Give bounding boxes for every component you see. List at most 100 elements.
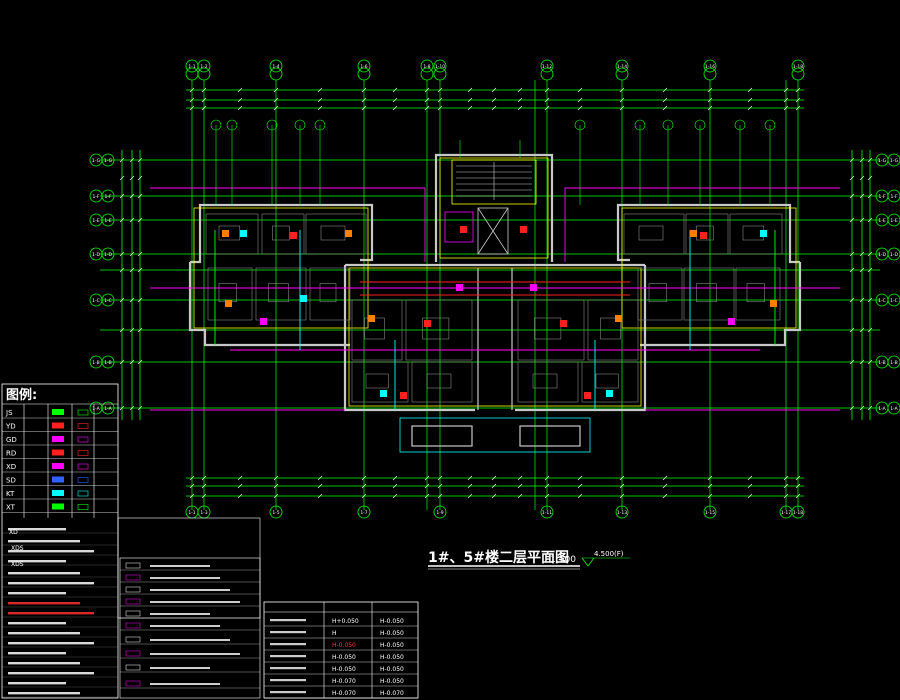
grid-bubble-right-4: 1-C — [875, 293, 889, 307]
dim-tick — [867, 405, 873, 411]
dim-tick — [662, 493, 668, 499]
drawing-title-block: 1#、5#楼二层平面图 1:100 4.500(F) — [428, 549, 630, 570]
dim-tick — [392, 475, 398, 481]
dim-tick — [783, 97, 789, 103]
grid-bubble-top-label: 1-8 — [423, 64, 430, 70]
room-18 — [517, 361, 579, 403]
dim-tick — [867, 267, 873, 273]
dim-tick — [707, 97, 713, 103]
dim-tick — [237, 97, 243, 103]
grid-bubble-right-label: 1-C — [878, 298, 886, 304]
dim-tick — [361, 483, 367, 489]
dim-tick — [849, 405, 855, 411]
dim-tick — [795, 105, 801, 111]
dim-tick — [237, 483, 243, 489]
equipment-markers — [222, 226, 777, 399]
dim-tick — [129, 405, 135, 411]
legend-code: SD — [6, 477, 16, 485]
grid-bubble-left-label: 1-F — [92, 194, 99, 200]
secondary-legend-note — [150, 577, 220, 579]
dim-tick — [189, 475, 195, 481]
equipment-marker — [225, 300, 232, 307]
legend-swatch — [52, 436, 64, 442]
grid-bubble-right-0: 1-G — [875, 153, 889, 167]
dim-tick — [491, 105, 497, 111]
dim-tick — [201, 97, 207, 103]
dim-tick — [129, 217, 135, 223]
grid-bubble-bottom-label: 1-9 — [436, 510, 443, 516]
legend-note-line — [8, 602, 80, 605]
legend-code: KT — [6, 490, 15, 498]
grid-bubble-left-2-label: 1-F — [104, 194, 111, 200]
grid-bubble-right-5: 1-B — [875, 355, 889, 369]
grid-bubble-right-2-label: 1-A — [890, 406, 898, 412]
legend-note-line — [8, 652, 66, 655]
table-cell: H-0.050 — [332, 666, 356, 673]
legend-row-xd: XD — [2, 463, 118, 473]
detail-callout-bubble — [574, 119, 586, 131]
grid-bubble-right-2-label: 1-F — [890, 194, 897, 200]
dim-tick — [392, 97, 398, 103]
detail-callout-bubble — [210, 119, 222, 131]
dim-tick — [137, 175, 143, 181]
drawing-scale: 1:100 — [550, 555, 576, 565]
grid-bubble-left-label: 1-A — [92, 406, 100, 412]
detail-callout-bubble — [226, 119, 238, 131]
grid-bubble-right-label: 1-B — [878, 360, 885, 366]
grid-bubble-top-inner — [615, 67, 629, 81]
grid-bubble-bottom-9: 1-18 — [791, 505, 805, 519]
room-6 — [623, 213, 685, 255]
dim-tick — [491, 97, 497, 103]
grid-bubble-bottom-label: 1-13 — [617, 510, 627, 516]
secondary-legend-symbol — [125, 636, 141, 643]
equipment-marker — [260, 318, 267, 325]
dim-tick — [201, 475, 207, 481]
equipment-marker — [456, 284, 463, 291]
dim-tick — [859, 405, 865, 411]
equipment-marker — [222, 230, 229, 237]
dim-tick — [392, 105, 398, 111]
elevator-shafts — [444, 207, 509, 255]
dim-tick — [317, 105, 323, 111]
grid-bubble-left-label: 1-E — [92, 218, 99, 224]
dim-tick — [467, 475, 473, 481]
dim-tick — [237, 493, 243, 499]
grid-bubble-top-4: 1-8 — [420, 59, 434, 73]
furniture — [746, 283, 765, 303]
grid-bubble-left-label: 1-B — [92, 360, 99, 366]
grid-bubble-bottom-label: 1-18 — [793, 510, 803, 516]
dim-tick — [237, 87, 243, 93]
legend-note-line — [8, 582, 94, 585]
grid-bubble-bottom-label: 1-17 — [781, 510, 791, 516]
room-13 — [405, 299, 473, 361]
dim-tick — [795, 475, 801, 481]
dim-tick — [467, 87, 473, 93]
dim-tick — [859, 157, 865, 163]
dim-tick — [119, 267, 125, 273]
dim-tick — [795, 97, 801, 103]
dim-tick — [577, 475, 583, 481]
dim-tick — [783, 475, 789, 481]
dim-tick — [189, 87, 195, 93]
dim-tick — [795, 483, 801, 489]
table-cell: H-0.050 — [380, 654, 404, 661]
equipment-marker — [240, 230, 247, 237]
dim-tick — [795, 493, 801, 499]
grid-bubble-right-label: 1-F — [878, 194, 885, 200]
dim-tick — [137, 405, 143, 411]
secondary-legend-symbol — [125, 562, 141, 569]
dim-tick — [129, 297, 135, 303]
dim-tick — [859, 193, 865, 199]
table-cell: H-0.070 — [332, 678, 356, 685]
dim-tick — [119, 297, 125, 303]
equipment-marker — [560, 320, 567, 327]
dim-tick — [424, 493, 430, 499]
furniture — [600, 317, 621, 340]
dim-tick — [467, 97, 473, 103]
room-fixtures — [205, 213, 783, 403]
